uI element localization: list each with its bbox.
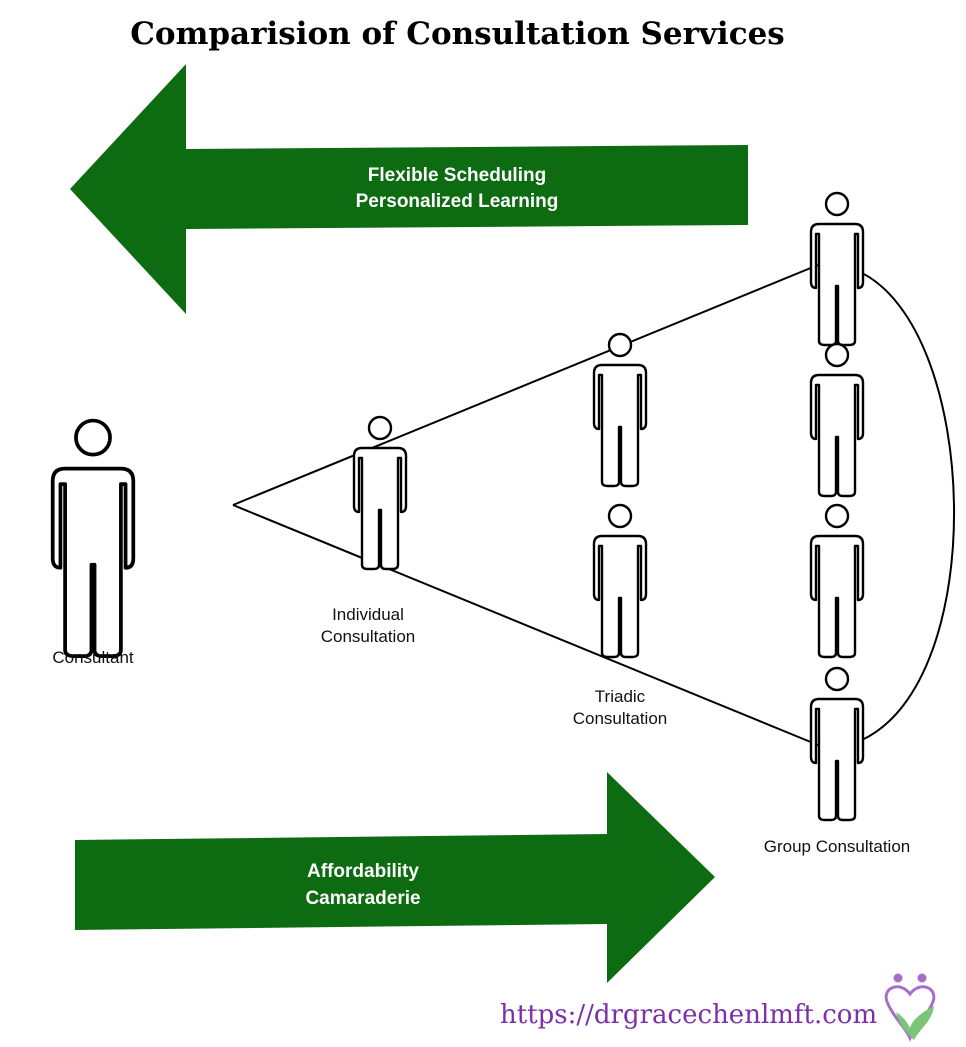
website-url[interactable]: https://drgracechenlmft.com <box>500 1000 878 1030</box>
individual-person-icon <box>352 415 408 571</box>
group-person-icon-2 <box>809 342 865 498</box>
right-arrow-shape <box>75 772 715 983</box>
group-label: Group Consultation <box>764 837 910 856</box>
individual-label-line1: Individual <box>332 605 404 624</box>
affordability-arrow: Affordability Camaraderie <box>75 772 715 983</box>
heart-people-logo-icon <box>884 973 936 1043</box>
triadic-person-icon-2 <box>592 503 648 659</box>
triadic-label-line1: Triadic <box>595 687 646 706</box>
group-person-icon-3 <box>809 503 865 659</box>
group-bracket-curve <box>859 271 956 741</box>
individual-label-line2: Consultation <box>321 627 416 646</box>
left-arrow-shape <box>70 64 748 314</box>
funnel-upper-line <box>232 264 819 506</box>
group-person-icon-1 <box>809 191 865 347</box>
group-person-icon-4 <box>809 666 865 822</box>
consultant-label: Consultant <box>52 648 134 667</box>
consultant-person-icon <box>50 418 136 659</box>
left-arrow-line1: Flexible Scheduling <box>368 165 546 186</box>
triadic-person-icon-1 <box>592 332 648 488</box>
funnel-lines <box>232 264 956 746</box>
funnel-lower-line <box>232 504 819 746</box>
right-arrow-line2: Camaraderie <box>305 888 420 909</box>
triadic-label-line2: Consultation <box>573 709 668 728</box>
flexibility-arrow: Flexible Scheduling Personalized Learnin… <box>70 64 748 314</box>
right-arrow-line1: Affordability <box>307 861 419 882</box>
left-arrow-line2: Personalized Learning <box>356 191 559 212</box>
page-title: Comparision of Consultation Services <box>130 16 785 52</box>
